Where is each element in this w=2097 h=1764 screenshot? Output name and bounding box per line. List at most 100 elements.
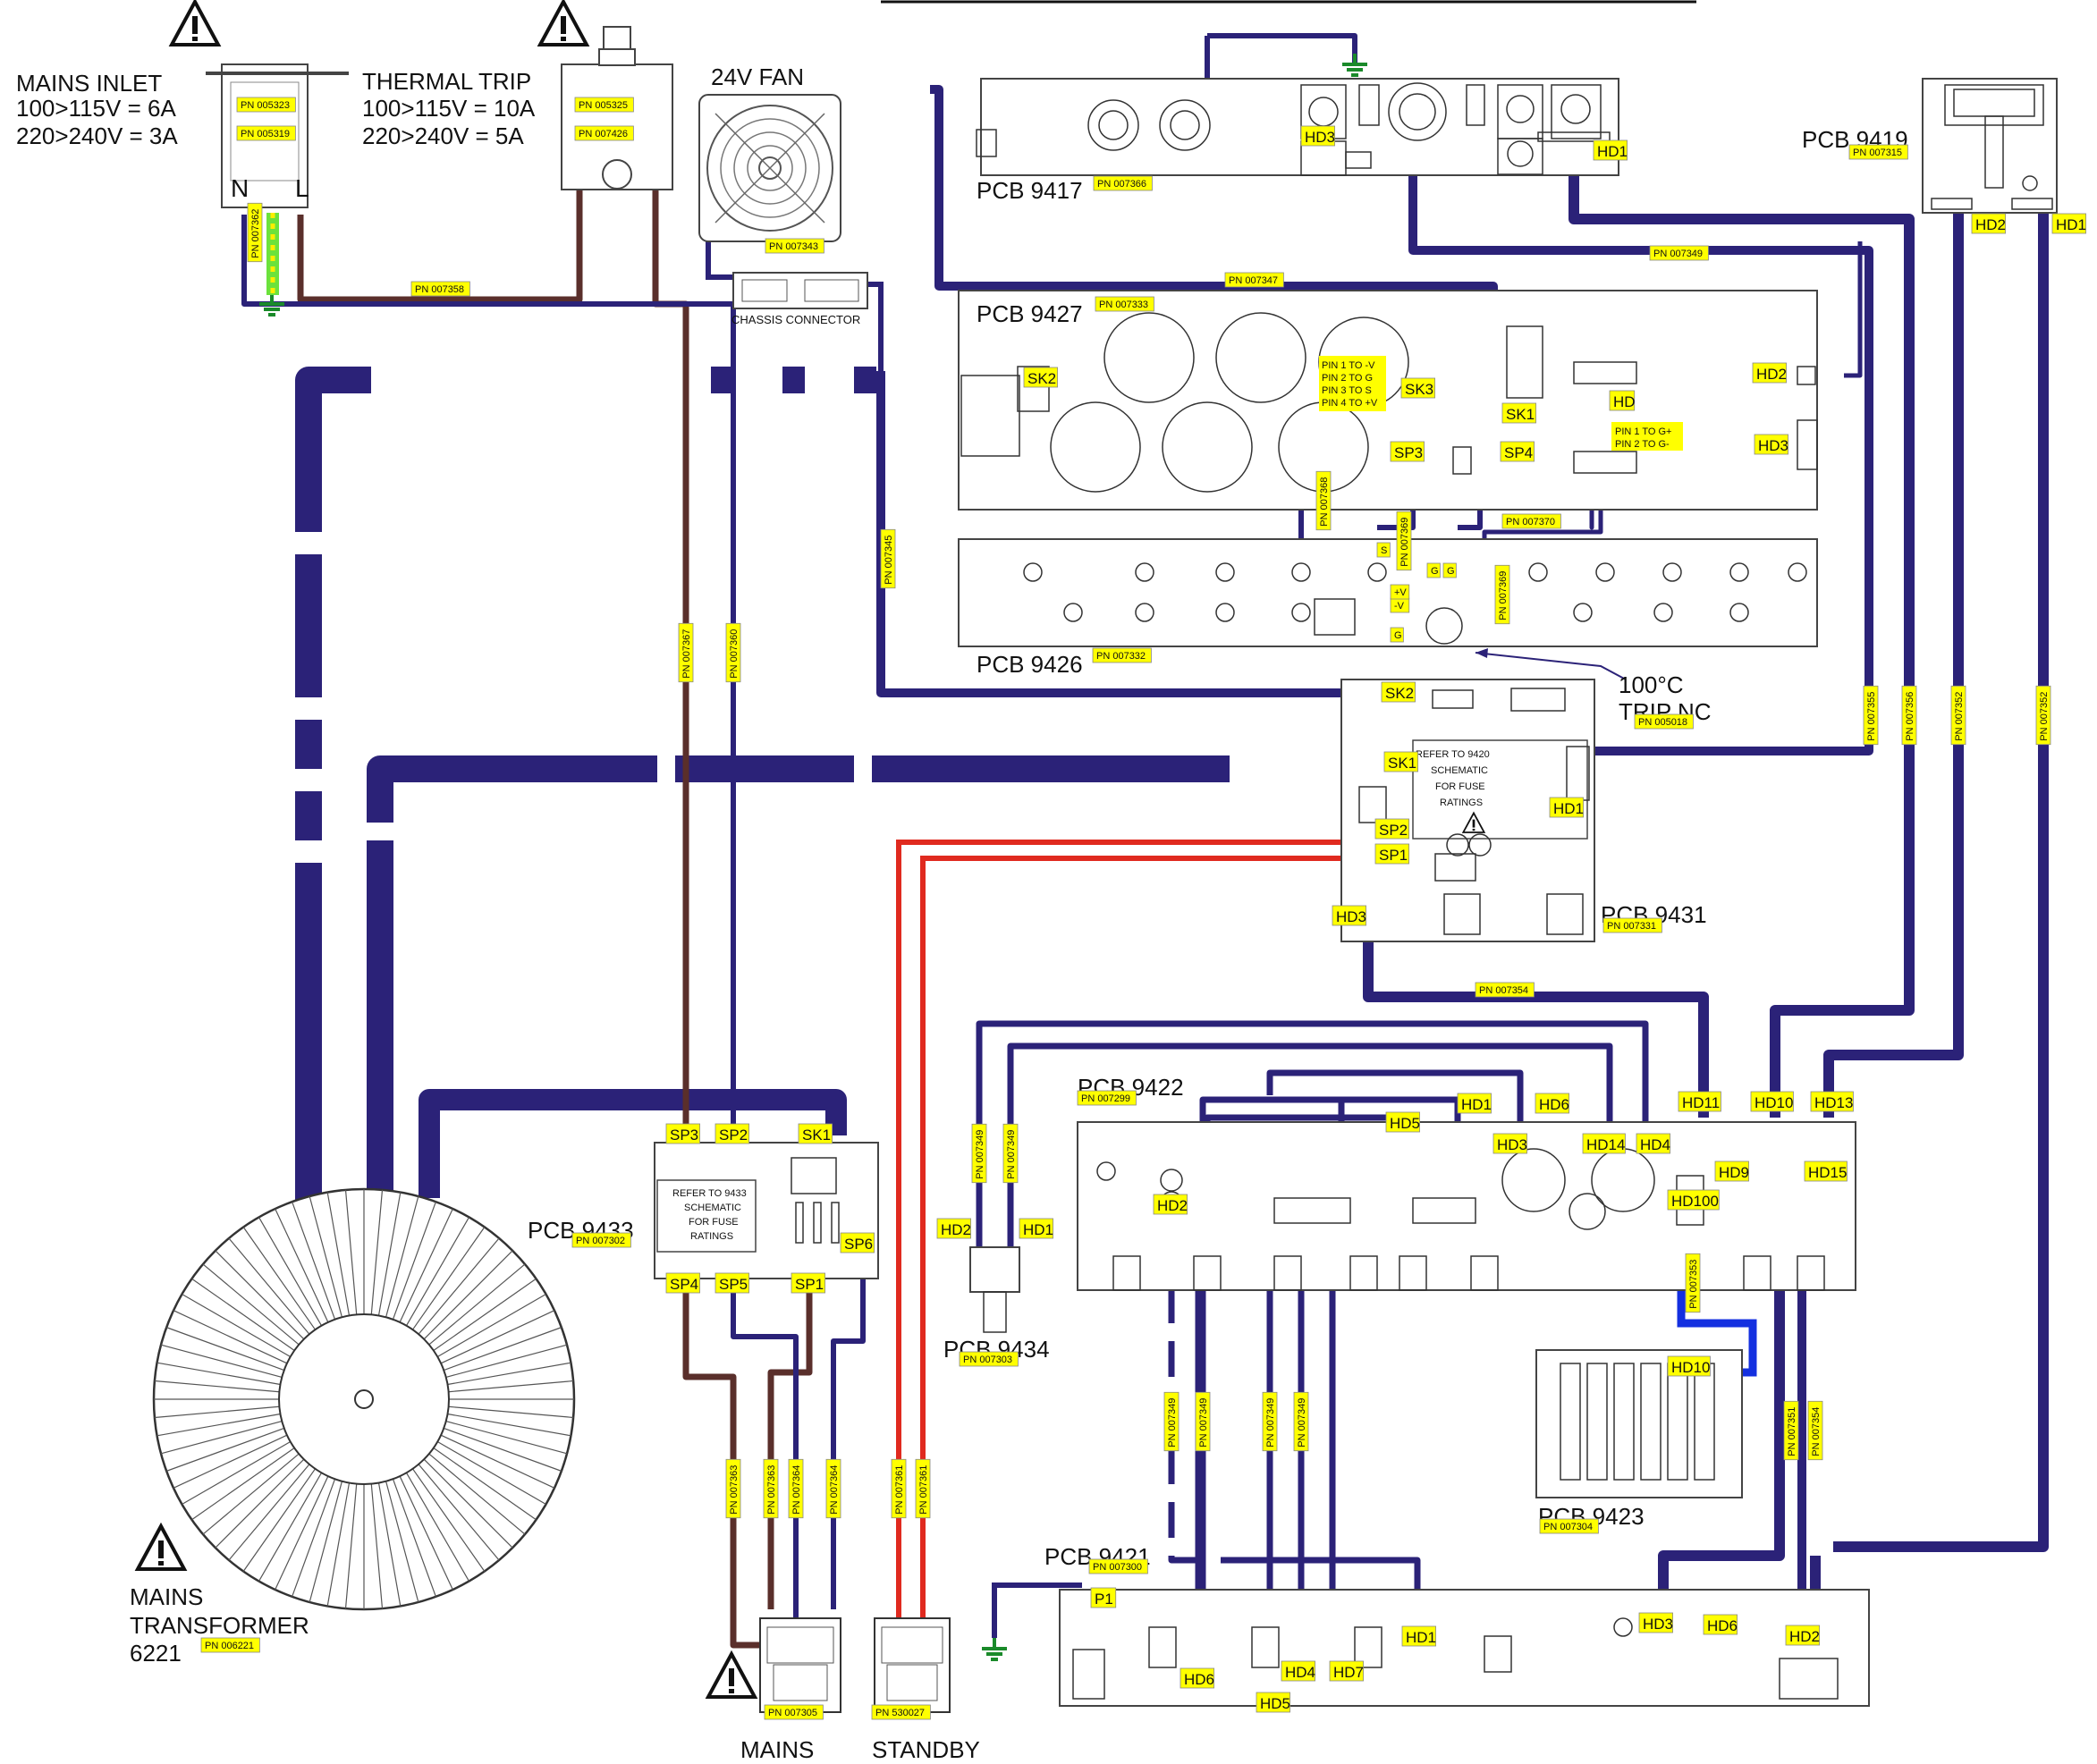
transformer-label-3: 6221 <box>130 1640 182 1667</box>
fuse9433-note-3: FOR FUSE <box>689 1217 739 1228</box>
connector-tag: HD1 <box>1457 1093 1492 1114</box>
cable-tag-text: PN 007353 <box>1688 1260 1699 1309</box>
connector-tag: P1 <box>1090 1587 1117 1608</box>
cable-tag-text: PN 007349 <box>1653 249 1703 259</box>
connector-tag: G <box>1390 627 1404 643</box>
connector-tag: HD2 <box>1785 1625 1820 1646</box>
hd-note-1: PIN 1 TO G+ <box>1615 426 1671 437</box>
cable-tag-text: PN 007361 <box>894 1465 905 1515</box>
connector-tag: HD3 <box>1638 1612 1673 1633</box>
connector-tag-text: HD1 <box>1023 1221 1053 1238</box>
connector-tag-text: HD1 <box>1406 1629 1436 1646</box>
connector-tag: HD10 <box>1750 1091 1794 1112</box>
cable-tag: PN 007349 <box>1163 1391 1180 1452</box>
cable-tag: PN 007349 <box>1262 1391 1278 1452</box>
fuse9420-note-4: RATINGS <box>1440 798 1483 808</box>
connector-tag-text: HD <box>1613 393 1636 410</box>
standby-wiring <box>896 840 1359 1627</box>
mains-switch <box>706 1617 841 1713</box>
connector-tag: HD10 <box>1667 1355 1711 1377</box>
connector-tag-text: SP4 <box>1504 444 1533 461</box>
connector-tag-text: SK1 <box>1388 755 1416 772</box>
cable-tag-text: PN 007364 <box>829 1465 840 1515</box>
inlet-live-label: L <box>295 174 309 202</box>
connector-tag: SP5 <box>715 1272 749 1294</box>
connector-tag-text: HD1 <box>1461 1096 1492 1113</box>
cable-tag: PN 007354 <box>1475 982 1535 998</box>
connector-tag-text: G <box>1394 630 1402 641</box>
chassis-connector-label: CHASSIS CONNECTOR <box>731 313 860 326</box>
connector-tag-text: HD5 <box>1390 1115 1420 1132</box>
pn-tag-text: PN 007302 <box>576 1236 625 1246</box>
connector-tag: HD2 <box>1971 213 2006 234</box>
pn-tag-text: PN 005323 <box>241 100 290 111</box>
pn-tag-text: PN 007305 <box>768 1708 817 1718</box>
cable-tag: PN 007349 <box>1293 1391 1309 1452</box>
connector-tag: HD100 <box>1667 1189 1720 1211</box>
connector-tag-text: SP2 <box>1379 822 1408 839</box>
cable-tag-text: PN 007363 <box>766 1465 777 1515</box>
connector-tag: HD4 <box>1281 1660 1315 1682</box>
cable-tag: PN 007349 <box>971 1123 987 1184</box>
cable-tag: PN 007360 <box>725 622 741 683</box>
pn-tag: PN 005319 <box>236 125 296 141</box>
inlet-neutral-label: N <box>231 174 249 202</box>
thermal-trip-title: THERMAL TRIP <box>362 68 531 95</box>
cable-tag-text: PN 007364 <box>791 1465 802 1515</box>
cable-tag-text: PN 007369 <box>1498 571 1509 620</box>
cable-tag: PN 007363 <box>763 1458 779 1519</box>
connector-tag-text: HD100 <box>1671 1193 1719 1210</box>
connector-tag-text: SK3 <box>1405 381 1433 398</box>
connector-tag: SP1 <box>791 1272 825 1294</box>
transformer-label-2: TRANSFORMER <box>130 1612 309 1639</box>
cable-tag: PN 007349 <box>1195 1391 1211 1452</box>
connector-tag-text: HD3 <box>1336 908 1366 925</box>
connector-tag-text: -V <box>1394 601 1405 612</box>
pn-tag-text: PN 005325 <box>579 100 628 111</box>
connector-tag-text: HD5 <box>1260 1695 1290 1712</box>
pn-tag-text: PN 005319 <box>241 129 290 139</box>
thermal-trip-rating-1: 100>115V = 10A <box>362 95 536 122</box>
connector-tag: SP4 <box>1500 441 1535 462</box>
thermal-trip <box>538 0 673 190</box>
connector-tag: HD5 <box>1385 1111 1420 1133</box>
fuse9433-note-4: RATINGS <box>690 1231 733 1242</box>
cable-tag-text: PN 007349 <box>1198 1398 1209 1447</box>
connector-tag: HD6 <box>1535 1093 1569 1114</box>
connector-tag: HD3 <box>1492 1133 1527 1154</box>
pn-tag: PN 007343 <box>765 238 824 254</box>
pcb-9433 <box>654 1142 879 1279</box>
cable-tag-text: PN 007349 <box>1297 1398 1307 1447</box>
connector-tag-text: HD3 <box>1643 1616 1673 1633</box>
connector-tag-text: HD15 <box>1808 1164 1847 1181</box>
connector-tag-text: G <box>1447 566 1455 577</box>
connector-tag-text: SK2 <box>1027 370 1056 387</box>
connector-tag: SP1 <box>1374 843 1409 865</box>
cable-tag-text: PN 007352 <box>2039 692 2050 741</box>
pcb-9426-name: PCB 9426 <box>977 651 1083 678</box>
cable-tag: PN 007361 <box>891 1458 907 1519</box>
connector-tag-text: HD1 <box>2056 216 2086 233</box>
connector-tag: HD3 <box>1332 905 1366 926</box>
mains-inlet-rating-1: 100>115V = 6A <box>16 95 176 122</box>
connector-tag-text: SK1 <box>802 1127 831 1144</box>
pcb-9422 <box>1077 1121 1856 1291</box>
connector-tag: HD <box>1609 390 1636 411</box>
cable-tag: PN 007351 <box>1783 1400 1799 1461</box>
cable-tag-text: PN 007349 <box>975 1130 985 1179</box>
pn-tag-text: PN 007315 <box>1853 148 1902 158</box>
pn-tag: PN 007303 <box>959 1351 1019 1367</box>
earth-symbol-inlet <box>258 291 286 317</box>
connector-tag-text: HD6 <box>1184 1671 1214 1688</box>
pn-tag: PN 007333 <box>1095 296 1154 312</box>
connector-tag-text: HD2 <box>1789 1628 1820 1645</box>
connector-tag-text: SP3 <box>1394 444 1423 461</box>
cable-tag-text: PN 007355 <box>1866 692 1877 741</box>
cable-tag: PN 007352 <box>1950 685 1966 746</box>
connector-tag: SP2 <box>715 1123 749 1144</box>
pn-tag: PN 007302 <box>571 1232 631 1248</box>
fuse9433-note-2: SCHEMATIC <box>684 1203 741 1213</box>
connector-tag: HD1 <box>1593 139 1628 161</box>
trip-label-1: 100°C <box>1619 671 1684 698</box>
